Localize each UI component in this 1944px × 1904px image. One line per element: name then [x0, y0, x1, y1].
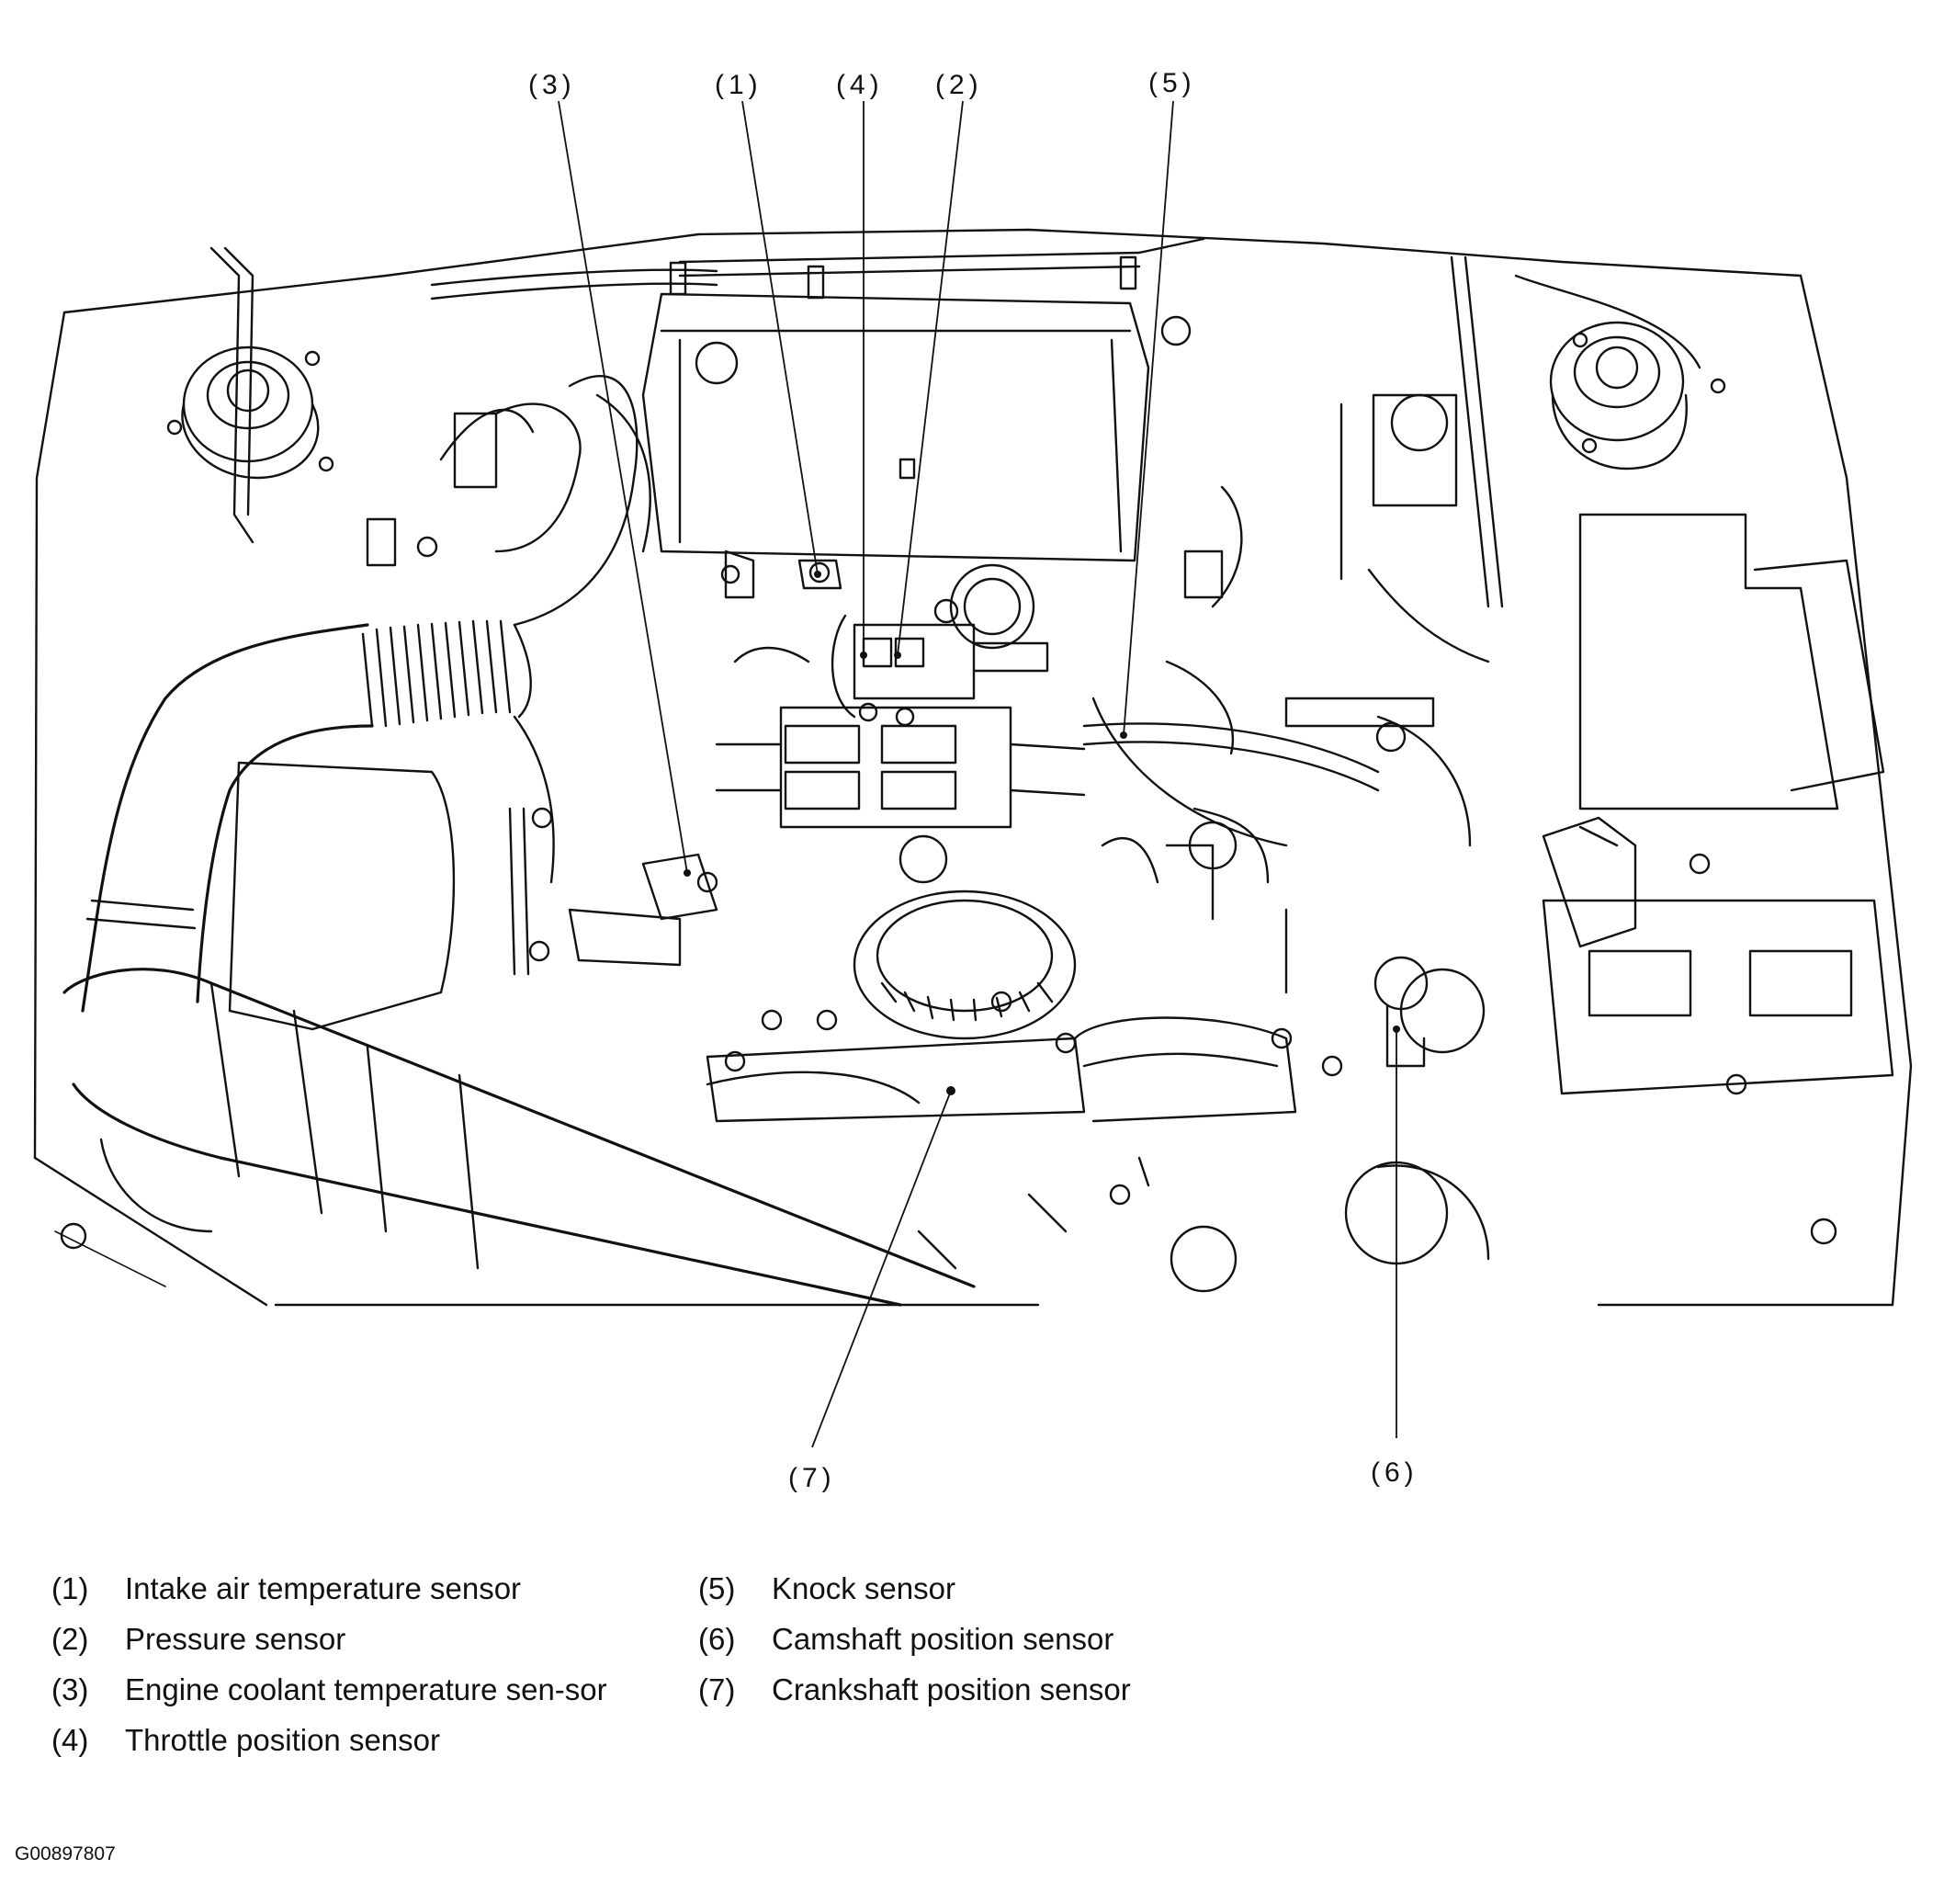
- legend-item-7: (7) Crankshaft position sensor: [698, 1671, 1341, 1710]
- legend-label: Camshaft position sensor: [772, 1621, 1114, 1656]
- legend-item-3: (3) Engine coolant temperature sen-sor: [51, 1671, 639, 1710]
- legend-item-4: (4) Throttle position sensor: [51, 1721, 639, 1761]
- callout-3: (3): [528, 70, 576, 100]
- legend-number: (5): [698, 1571, 736, 1605]
- leader-3-dot: [684, 869, 691, 877]
- callout-2: (2): [935, 70, 983, 100]
- leader-5-dot: [1120, 731, 1127, 739]
- legend-number: (3): [51, 1672, 89, 1706]
- leader-7: [811, 1090, 952, 1448]
- intake-manifold: [430, 237, 1205, 562]
- left-strut-tower: [166, 246, 334, 544]
- ignition-coil-block: [715, 702, 1086, 829]
- legend-number: (6): [698, 1621, 736, 1656]
- leader-4-dot: [860, 652, 867, 659]
- alternator: [853, 834, 1077, 1040]
- intake-duct: [81, 375, 651, 1031]
- legend-right-column: (5) Knock sensor (6) Camshaft position s…: [698, 1570, 1341, 1721]
- legend-number: (4): [51, 1722, 89, 1757]
- leader-5: [1123, 100, 1174, 736]
- legend-label: Engine coolant temperature sen-sor: [125, 1672, 607, 1706]
- leader-3: [558, 100, 688, 874]
- legend-item-1: (1) Intake air temperature sensor: [51, 1570, 639, 1609]
- leader-7-dot: [946, 1086, 955, 1095]
- legend-number: (7): [698, 1672, 736, 1706]
- leader-2: [897, 100, 964, 656]
- legend-item-6: (6) Camshaft position sensor: [698, 1620, 1341, 1660]
- right-strut-tower: [1514, 274, 1726, 470]
- battery-fuse-box: [1542, 513, 1894, 1095]
- legend-number: (1): [51, 1571, 89, 1605]
- throttle-body-cluster: [720, 550, 1049, 719]
- callout-6: (6): [1371, 1457, 1418, 1488]
- right-engine-hoses: [1082, 485, 1472, 1068]
- legend-label: Crankshaft position sensor: [772, 1672, 1131, 1706]
- brake-reservoir: [1339, 255, 1504, 663]
- figure-id: G00897807: [15, 1843, 116, 1864]
- legend-label: Intake air temperature sensor: [125, 1571, 522, 1605]
- leader-1-dot: [814, 571, 821, 578]
- callout-5: (5): [1148, 68, 1196, 98]
- legend-label: Knock sensor: [772, 1571, 955, 1605]
- legend-number: (2): [51, 1621, 89, 1656]
- leader-6-dot: [1393, 1026, 1400, 1033]
- leader-1: [741, 100, 819, 575]
- legend-left-column: (1) Intake air temperature sensor (2) Pr…: [51, 1570, 639, 1772]
- legend-item-2: (2) Pressure sensor: [51, 1620, 639, 1660]
- legend-item-5: (5) Knock sensor: [698, 1570, 1341, 1609]
- misc-connectors: [366, 402, 1343, 1270]
- callout-1: (1): [715, 70, 763, 100]
- legend-label: Throttle position sensor: [125, 1722, 441, 1757]
- engine-bay-illustration: (3) (1) (4) (2) (5) (7) (6): [33, 68, 1913, 1493]
- legend-label: Pressure sensor: [125, 1621, 346, 1656]
- callout-7: (7): [788, 1463, 836, 1493]
- leader-2-dot: [894, 652, 901, 659]
- callout-leaders: [558, 100, 1400, 1448]
- timing-belt-cover: [706, 1016, 1297, 1123]
- front-intake-pipe: [62, 968, 976, 1307]
- callout-4: (4): [836, 70, 884, 100]
- radiator-caps: [1170, 968, 1490, 1293]
